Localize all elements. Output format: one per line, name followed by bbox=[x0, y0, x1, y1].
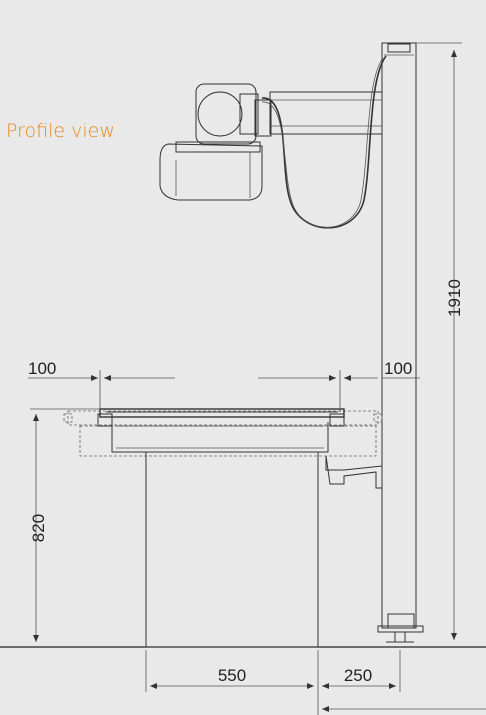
label-base-to-column: 250 bbox=[344, 666, 372, 685]
label-base-width: 550 bbox=[218, 666, 246, 685]
label-left-overhang: 100 bbox=[28, 359, 56, 378]
dimension-column-height: 1910 bbox=[416, 42, 464, 640]
label-table-height: 820 bbox=[29, 514, 48, 542]
dimension-table-height: 820 bbox=[29, 408, 100, 642]
label-right-overhang: 100 bbox=[384, 359, 412, 378]
table-top bbox=[63, 408, 383, 489]
label-column-height: 1910 bbox=[445, 279, 464, 317]
view-title: Profile view bbox=[6, 120, 115, 142]
xray-tube bbox=[159, 55, 387, 229]
dimension-base: 550 250 bbox=[145, 650, 486, 715]
table-base bbox=[145, 451, 319, 648]
column bbox=[377, 42, 424, 643]
tube-arm bbox=[254, 91, 383, 137]
dimension-overhang: 100 100 bbox=[28, 359, 420, 412]
